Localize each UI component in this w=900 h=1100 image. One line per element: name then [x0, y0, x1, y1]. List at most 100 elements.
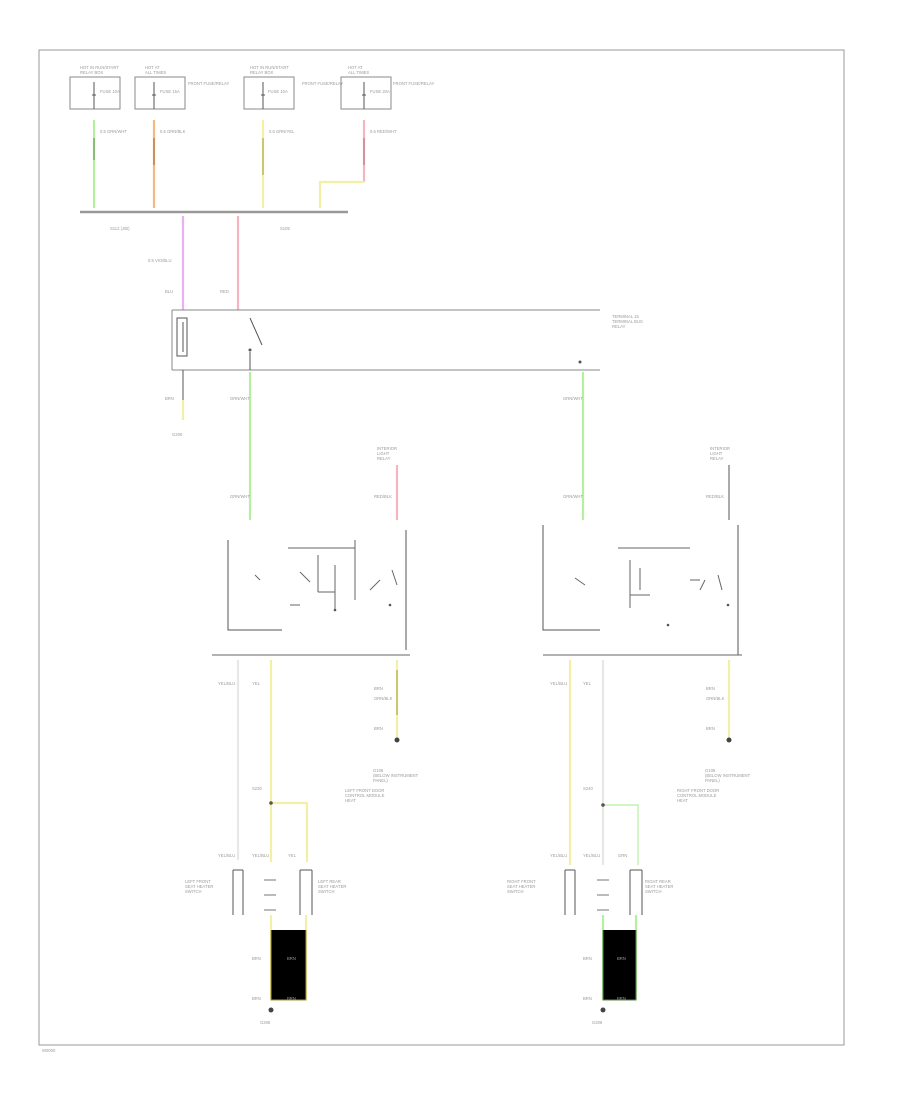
right-heater-module: INTERIOR LIGHT RELAY GRN/WHT RED/BLK: [542, 446, 742, 656]
right-switch-gnd4: BRN: [617, 996, 626, 1001]
fuse-wire-3: 0.5 GRN/YEL: [261, 120, 295, 208]
left-module-out1-label: YEL/BLU: [218, 681, 235, 686]
right-module-gnd-note4: RIGHT FRONT DOOR: [677, 788, 719, 793]
fuse-box-1-header: HOT IN RUN/START: [80, 65, 119, 70]
right-module-gnd-note2: (BELOW INSTRUMENT: [705, 773, 751, 778]
right-module-gnd-note5: CONTROL MODULE: [677, 793, 717, 798]
relay-output-left: GRN/WHT: [230, 372, 252, 520]
fuse-box-4-header: HOT AT: [348, 65, 363, 70]
left-module-gnd-label: BRN: [374, 686, 383, 691]
left-switch-a-line3: SWITCH: [185, 889, 202, 894]
right-switch-a-line3: SWITCH: [507, 889, 524, 894]
right-module-gnd-note1: G106: [705, 768, 716, 773]
fuse-box-4-subheader: ALL TIMES: [348, 70, 369, 75]
bus-left-label: S112 (J/B): [110, 226, 130, 231]
relay-feed-wires: 0.5 VIO/BLU BLU RED: [148, 216, 240, 310]
relay-output-right: GRN/WHT: [563, 372, 585, 520]
fuse-wire-1-label: 0.5 GRN/WHT: [100, 129, 127, 134]
left-switch-gnd2: BRN: [287, 956, 296, 961]
right-hot-line3: RELAY: [710, 456, 724, 461]
right-switch-wire1: YEL/BLU: [550, 853, 567, 858]
fuse-box-4: HOT AT ALL TIMES FUSE 20A FRONT FUSE/REL…: [340, 65, 434, 110]
left-module-gnd-note5: CONTROL MODULE: [345, 793, 385, 798]
right-module-in-right-label: RED/BLK: [706, 494, 724, 499]
left-switch-wire3: YEL: [288, 853, 297, 858]
right-module-out2-label: YEL: [583, 681, 592, 686]
right-switch-gnd1: BRN: [583, 956, 592, 961]
fuse-box-1-fuse: FUSE 10A: [100, 89, 120, 94]
right-hot-line1: INTERIOR: [710, 446, 730, 451]
left-switch-gnd4: BRN: [287, 996, 296, 1001]
left-switch-a-line2: SEAT HEATER: [185, 884, 213, 889]
relay-output-left-label: GRN/WHT: [230, 396, 250, 401]
right-module-gnd2-label: ORN/BLK: [706, 696, 725, 701]
relay-ground-wire: BRN G200: [165, 370, 185, 437]
left-switch-wire2: YEL/BLU: [252, 853, 269, 858]
fuse-box-3-fuse: FUSE 10A: [268, 89, 288, 94]
right-module-out1-label: YEL/BLU: [550, 681, 567, 686]
left-module-outputs: YEL/BLU YEL S230 BRN ORN/BLK BRN G106 (B…: [218, 660, 419, 862]
terminal-bus-relay: TERMINAL 15 TERMINAL BUS RELAY: [171, 309, 643, 371]
right-switch-wire2: YEL/BLU: [583, 853, 600, 858]
right-seat-switches: YEL/BLU YEL/BLU GRN RIGHT FRONT SEAT HEA…: [507, 853, 673, 1025]
left-switch-gnd3: BRN: [252, 996, 261, 1001]
right-module-gnd-label: BRN: [706, 686, 715, 691]
left-switch-wire1: YEL/BLU: [218, 853, 235, 858]
fuse-wire-2: 0.5 ORN/BLK: [152, 120, 186, 208]
right-switch-a-line2: SEAT HEATER: [507, 884, 535, 889]
relay-feed-left-color: BLU: [165, 289, 173, 294]
left-module-in-right-label: RED/BLK: [374, 494, 392, 499]
relay-ground-label: G200: [172, 432, 183, 437]
left-splice-label: S230: [252, 786, 262, 791]
fuse-wire-3-label: 0.5 GRN/YEL: [269, 129, 295, 134]
right-splice-label: S240: [583, 786, 593, 791]
right-module-in-left-label: GRN/WHT: [563, 494, 583, 499]
left-module-gnd2-label: ORN/BLK: [374, 696, 393, 701]
left-hot-line3: RELAY: [377, 456, 391, 461]
left-module-gnd-note1: G106: [373, 768, 384, 773]
fuse-box-2-fuse: FUSE 15A: [160, 89, 180, 94]
relay-title-line3: RELAY: [612, 324, 626, 329]
left-splice-dot: [269, 801, 273, 805]
left-module-gnd-note3: PANEL): [373, 778, 388, 783]
right-hot-line2: LIGHT: [710, 451, 723, 456]
fuse-box-3-subheader: RELAY BOX: [250, 70, 274, 75]
right-switch-gnd2: BRN: [617, 956, 626, 961]
fuse-wire-1: 0.5 GRN/WHT: [92, 120, 127, 208]
fuse-box-3-location: FRONT FUSE/RELAY: [302, 81, 343, 86]
left-switch-b-line3: SWITCH: [318, 889, 335, 894]
fuse-wire-4-label: 0.5 RED/WHT: [370, 129, 397, 134]
fuse-box-1-subheader: RELAY BOX: [80, 70, 104, 75]
right-switch-b-line3: SWITCH: [645, 889, 662, 894]
right-switch-gnd3: BRN: [583, 996, 592, 1001]
left-hot-line1: INTERIOR: [377, 446, 397, 451]
left-ground-label: G305: [260, 1020, 271, 1025]
left-module-in-left-label: GRN/WHT: [230, 494, 250, 499]
left-switch-b-line1: LEFT REAR: [318, 879, 341, 884]
right-module-outputs: S240 YEL/BLU YEL BRN ORN/BLK BRN G106 (B…: [550, 660, 751, 865]
splice-bus: S112 (J/B) S105: [80, 210, 348, 231]
right-switch-a-line1: RIGHT FRONT: [507, 879, 536, 884]
left-module-gnd3-label: BRN: [374, 726, 383, 731]
relay-title-line2: TERMINAL BUS: [612, 319, 643, 324]
relay-feed-right-color: RED: [220, 289, 229, 294]
fuse-symbols: [92, 82, 366, 109]
left-module-gnd-note4: LEFT FRONT DOOR: [345, 788, 384, 793]
bus-right-label: S105: [280, 226, 290, 231]
left-module-gnd-note6: HEAT: [345, 798, 356, 803]
left-hot-line2: LIGHT: [377, 451, 390, 456]
fuse-box-4-location: FRONT FUSE/RELAY: [393, 81, 434, 86]
fuse-wire-2-label: 0.5 ORN/BLK: [160, 129, 186, 134]
right-switch-wire3: GRN: [618, 853, 627, 858]
fuse-box-2-subheader: ALL TIMES: [145, 70, 166, 75]
fuse-box-4-fuse: FUSE 20A: [370, 89, 390, 94]
right-splice-dot: [601, 803, 605, 807]
fuse-box-2-location: FRONT FUSE/RELAY: [188, 81, 229, 86]
relay-output-right-label: GRN/WHT: [563, 396, 583, 401]
left-module-out2-label: YEL: [252, 681, 261, 686]
fuse-wire-4: 0.5 RED/WHT: [318, 120, 397, 208]
left-switch-a-line1: LEFT FRONT: [185, 879, 211, 884]
left-switch-b-line2: SEAT HEATER: [318, 884, 346, 889]
fuse-box-2: HOT AT ALL TIMES FUSE 15A FRONT FUSE/REL…: [134, 65, 229, 110]
